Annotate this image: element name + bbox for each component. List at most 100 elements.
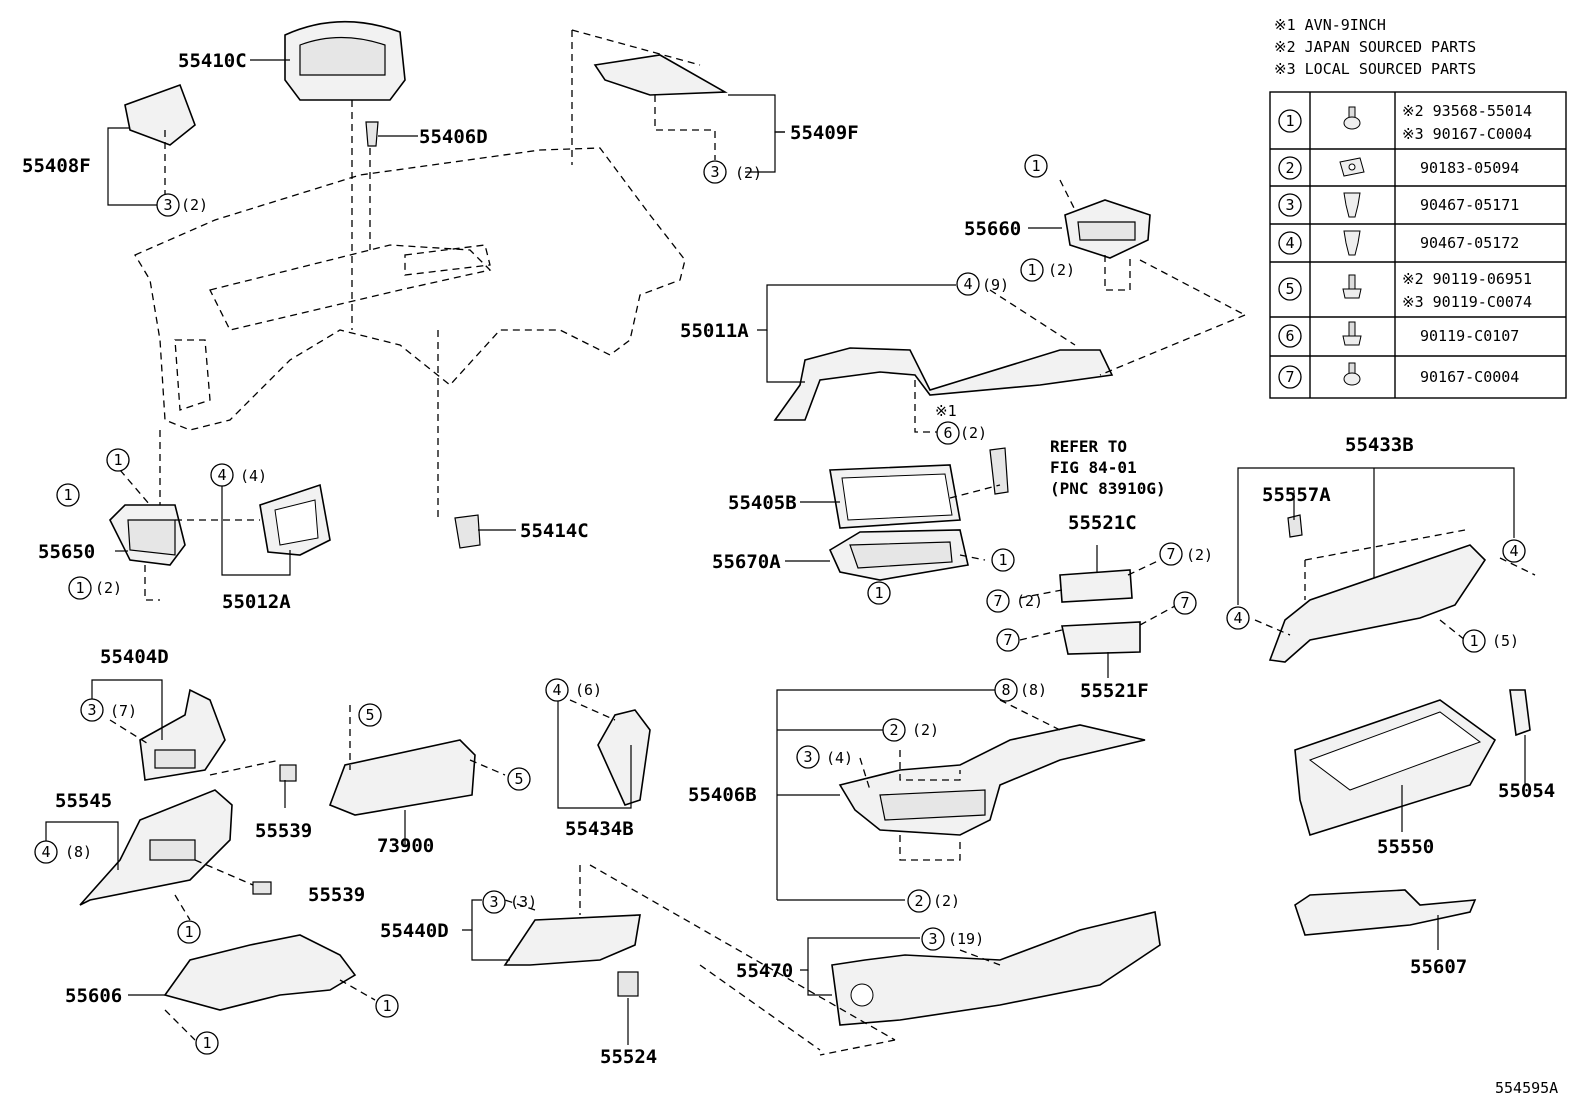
qty-label: (2) — [95, 579, 122, 597]
svg-text:4: 4 — [1509, 542, 1518, 560]
svg-text:1: 1 — [1027, 261, 1036, 279]
svg-text:3: 3 — [928, 930, 937, 948]
label-55670A: 55670A — [712, 551, 781, 573]
callout-circle: 1 — [195, 1031, 219, 1055]
svg-text:3: 3 — [489, 893, 498, 911]
marker-1: ※1 — [935, 402, 957, 420]
svg-text:1: 1 — [998, 551, 1007, 569]
panel-55011A — [773, 347, 1114, 421]
dashed-connectors — [109, 29, 1536, 1056]
qty-label: (5) — [1492, 632, 1519, 650]
quantity-labels: (2) (2) (9) (2) (2) (4) (2) (2) (2) (5) … — [65, 164, 1519, 948]
screw-icon — [1343, 106, 1361, 130]
row-number: 2 — [1285, 159, 1294, 177]
clip-55406D — [365, 121, 379, 147]
label-55405B: 55405B — [728, 492, 797, 514]
callout-circle: 3 — [796, 745, 820, 769]
screw-icon — [1343, 362, 1361, 386]
cover-55408F — [124, 83, 196, 146]
table-row: 1 ※2 93568-55014 ※3 90167-C0004 — [1278, 102, 1532, 143]
callout-circle: 3 — [482, 890, 506, 914]
part-drawings — [79, 20, 1531, 1026]
qty-label: (2) — [1048, 261, 1075, 279]
part-labels: 55410C 55406D 55408F 55409F 55660 55011A… — [22, 50, 1555, 1068]
label-55404D: 55404D — [100, 646, 169, 668]
callout-circle: 7 — [1159, 542, 1183, 566]
table-row: 6 90119-C0107 — [1278, 321, 1519, 348]
table-row: 7 90167-C0004 — [1278, 362, 1519, 389]
svg-text:1: 1 — [113, 451, 122, 469]
instrument-panel-outline — [134, 147, 686, 431]
bolt-icon — [1342, 321, 1362, 346]
label-55433B: 55433B — [1345, 434, 1414, 456]
table-row: 4 90467-05172 — [1278, 230, 1519, 256]
bracket-ref — [989, 447, 1009, 495]
bracket-55607 — [1294, 889, 1477, 936]
push-clip-icon — [1343, 230, 1361, 256]
clip-55557A — [1287, 514, 1303, 538]
callout-circle: 1 — [1020, 258, 1044, 282]
pocket-55521F — [1061, 621, 1141, 655]
callout-circle: 7 — [986, 589, 1010, 613]
ref-line: (PNC 83910G) — [1050, 479, 1166, 498]
label-55606: 55606 — [65, 985, 122, 1007]
svg-text:1: 1 — [75, 579, 84, 597]
row-number: 3 — [1285, 196, 1294, 214]
part-number: 90467-05172 — [1420, 234, 1519, 252]
callout-circle: 3 — [921, 927, 945, 951]
label-55409F: 55409F — [790, 122, 859, 144]
svg-text:1: 1 — [874, 584, 883, 602]
qty-label: (2) — [960, 424, 987, 442]
row-number: 5 — [1285, 280, 1294, 298]
svg-text:7: 7 — [993, 592, 1002, 610]
label-55440D: 55440D — [380, 920, 449, 942]
callout-circle: 6 — [936, 421, 960, 445]
qty-label: (7) — [110, 702, 137, 720]
svg-text:7: 7 — [1166, 545, 1175, 563]
callout-circle: 1 — [867, 581, 891, 605]
callout-circle: 4 — [1502, 539, 1526, 563]
svg-text:2: 2 — [914, 892, 923, 910]
svg-text:4: 4 — [963, 275, 972, 293]
part-number: ※3 90119-C0074 — [1402, 293, 1532, 311]
label-55406D: 55406D — [419, 126, 488, 148]
callout-circle: 4 — [1226, 606, 1250, 630]
callout-circle: 4 — [956, 272, 980, 296]
clip-55524 — [617, 971, 639, 997]
svg-text:1: 1 — [202, 1034, 211, 1052]
callout-circle: 1 — [106, 448, 130, 472]
callout-circle: 8 — [994, 678, 1018, 702]
callout-circle: 1 — [1462, 629, 1486, 653]
qty-label: (4) — [826, 749, 853, 767]
svg-text:4: 4 — [1233, 609, 1242, 627]
bolt-icon — [1342, 274, 1362, 299]
svg-text:1: 1 — [382, 997, 391, 1015]
clip-nut-icon — [1339, 157, 1365, 177]
part-number: ※2 93568-55014 — [1402, 102, 1532, 120]
svg-text:4: 4 — [552, 681, 561, 699]
airbag-73900 — [328, 739, 476, 816]
callout-circle: 1 — [56, 483, 80, 507]
note-avn: ※1 AVN-9INCH — [1274, 16, 1386, 34]
qty-label: (4) — [240, 467, 267, 485]
label-55650: 55650 — [38, 541, 95, 563]
part-number: 90183-05094 — [1420, 159, 1519, 177]
reinforcement-55606 — [163, 934, 357, 1011]
label-55406B: 55406B — [688, 784, 757, 806]
callout-circle: 4 — [34, 840, 58, 864]
svg-text:1: 1 — [184, 923, 193, 941]
part-number: 90167-C0004 — [1420, 368, 1519, 386]
svg-text:1: 1 — [63, 486, 72, 504]
svg-text:4: 4 — [217, 466, 226, 484]
svg-text:3: 3 — [710, 163, 719, 181]
row-number: 4 — [1285, 234, 1294, 252]
callout-circle: 1 — [177, 920, 201, 944]
knee-panel-55470 — [831, 911, 1161, 1026]
svg-text:3: 3 — [803, 748, 812, 766]
cover-55440D — [503, 914, 641, 966]
label-55521F: 55521F — [1080, 680, 1149, 702]
svg-text:4: 4 — [41, 843, 50, 861]
label-55539-upper: 55539 — [255, 820, 312, 842]
label-55550: 55550 — [1377, 836, 1434, 858]
